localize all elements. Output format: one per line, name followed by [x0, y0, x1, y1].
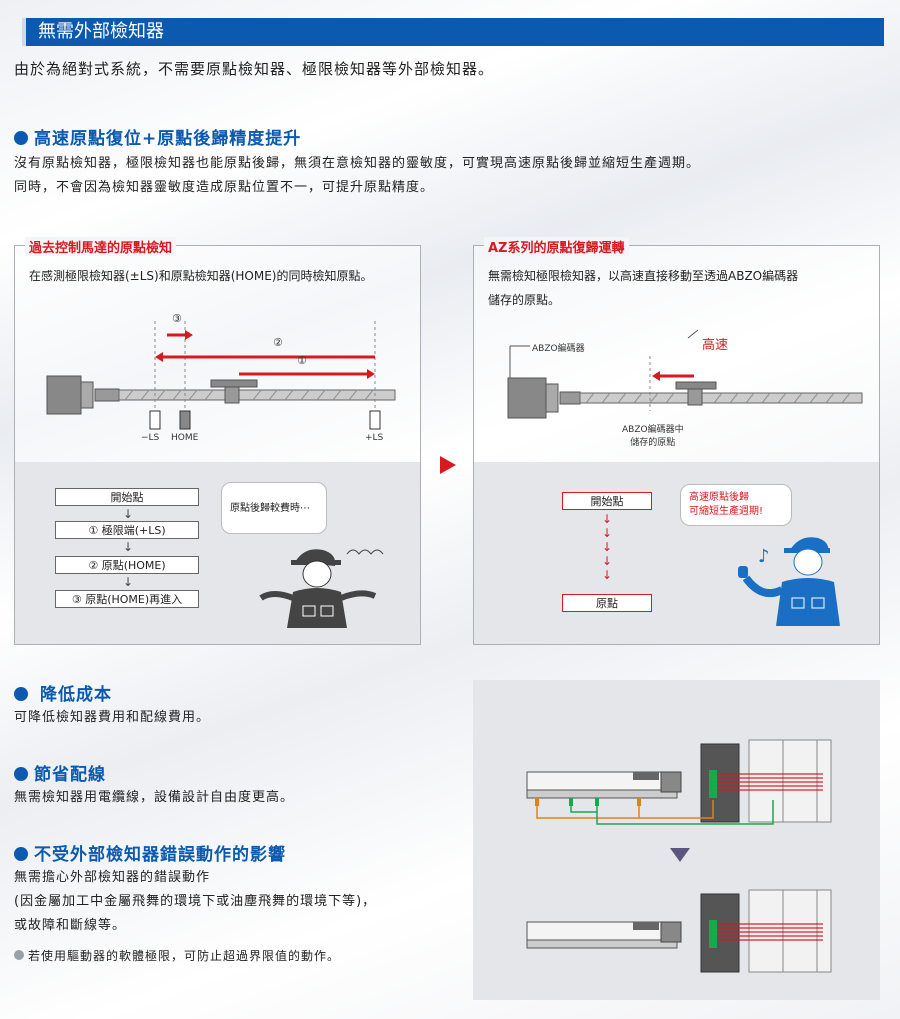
az-flow-area: 開始點 ↓↓↓↓↓ 原點 高速原點後歸 可縮短生產週期! ♪ — [474, 462, 879, 644]
intro-text: 由於為絕對式系統，不需要原點檢知器、極限檢知器等外部檢知器。 — [14, 60, 495, 78]
thumbs-up-worker-icon — [738, 537, 840, 626]
bullet-icon — [14, 687, 28, 701]
legacy-homing-panel: 過去控制馬達的原點檢知 在感測極限檢知器(±LS)和原點檢知器(HOME)的同時… — [14, 237, 421, 645]
software-limit-note: 若使用驅動器的軟體極限，可防止超過界限值的動作。 — [14, 947, 340, 964]
section-misoperation-text: 無需擔心外部檢知器的錯誤動作 (因金屬加工中金屬飛舞的環境下或油塵飛舞的環境下等… — [14, 870, 377, 933]
legacy-panel-title: 過去控制馬達的原點檢知 — [25, 237, 177, 256]
step3-mark: ③ — [172, 312, 182, 325]
arrow-down-icon: ↓↓↓↓↓ — [602, 512, 613, 582]
az-panel-title: AZ系列的原點復歸運轉 — [484, 237, 629, 256]
wiring-before-diagram — [526, 739, 832, 825]
az-step-origin: 原點 — [562, 594, 652, 612]
step2-mark: ② — [273, 336, 283, 349]
legacy-step-limit: ① 極限端(+LS) — [55, 521, 199, 539]
wiring-comparison-illustration — [473, 680, 880, 1000]
az-step-start: 開始點 — [562, 492, 652, 510]
bullet-icon — [14, 847, 28, 861]
fast-homing-bubble: 高速原點後歸 可縮短生產週期! — [680, 484, 792, 526]
arrow-down-icon: ↓ — [123, 507, 134, 521]
az-homing-panel: AZ系列的原點復歸運轉 無需檢知極限檢知器，以高速直接移動至透過ABZO編碼器 … — [473, 237, 880, 645]
section-heading-homing: 高速原點復位+原點後歸精度提升 — [14, 124, 301, 149]
section-wiring-text: 無需檢知器用電纜線，設備設計自由度更高。 — [14, 790, 295, 805]
legacy-step-reentry: ③ 原點(HOME)再進入 — [55, 590, 199, 608]
arrow-right-icon — [440, 456, 456, 474]
legacy-step-start: 開始點 — [55, 488, 199, 506]
legacy-flow-area: 開始點 ↓ ① 極限端(+LS) ↓ ② 原點(HOME) ↓ ③ 原點(HOM… — [15, 462, 420, 644]
legacy-homing-diagram — [46, 321, 396, 430]
arrow-down-icon — [670, 848, 690, 862]
section-homing-text: 沒有原點檢知器，極限檢知器也能原點後歸，無須在意檢知器的靈敏度，可實現高速原點後… — [14, 156, 701, 195]
high-speed-label: 高速 — [702, 338, 729, 353]
arrow-down-icon: ↓ — [123, 575, 134, 589]
minus-ls-label: −LS — [141, 433, 160, 443]
az-panel-desc: 無需檢知極限檢知器，以高速直接移動至透過ABZO編碼器 儲存的原點。 — [488, 269, 799, 307]
shrugging-worker-icon — [259, 549, 384, 628]
bullet-icon — [14, 767, 28, 781]
legacy-step-home: ② 原點(HOME) — [55, 556, 199, 574]
section-heading-misoperation: 不受外部檢知器錯誤動作的影響 — [14, 840, 286, 865]
arrow-down-icon: ↓ — [123, 540, 134, 554]
wiring-after-diagram — [526, 889, 832, 973]
az-homing-diagram — [507, 329, 863, 419]
music-note-icon: ♪ — [758, 546, 770, 567]
stored-origin-label: ABZO編碼器中 儲存的原點 — [622, 425, 684, 448]
bullet-icon — [14, 950, 24, 960]
bullet-icon — [14, 131, 28, 145]
step1-mark: ① — [297, 354, 307, 367]
plus-ls-label: +LS — [365, 433, 384, 443]
section-heading-wiring: 節省配線 — [14, 760, 106, 785]
home-label: HOME — [171, 433, 199, 443]
slow-homing-bubble: 原點後歸較費時⋯ — [221, 482, 327, 534]
section-heading-cost: 降低成本 — [14, 680, 112, 705]
page-title: 無需外部檢知器 — [22, 18, 884, 46]
section-cost-text: 可降低檢知器費用和配線費用。 — [14, 710, 211, 725]
legacy-panel-desc: 在感測極限檢知器(±LS)和原點檢知器(HOME)的同時檢知原點。 — [29, 269, 373, 283]
abzo-encoder-label: ABZO編碼器 — [532, 344, 585, 354]
